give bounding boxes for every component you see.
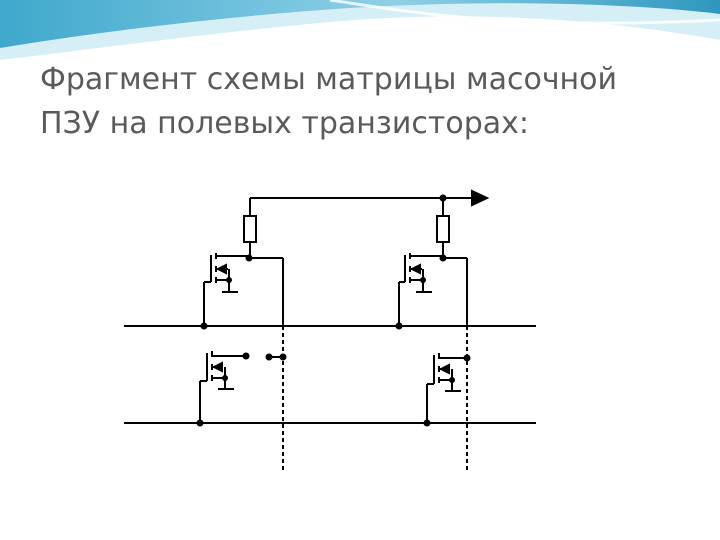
- junction-output-1: [439, 194, 447, 202]
- load-resistor-1: [243, 215, 257, 243]
- output-arrow: [471, 189, 490, 207]
- junction-r2c2-drain: [463, 354, 471, 362]
- load-resistor-2: [436, 215, 450, 243]
- junction-r1c1-gate: [200, 322, 208, 330]
- junction-r1c1-source: [226, 277, 232, 283]
- transistor-r1c1: [203, 253, 249, 326]
- transistor-r2c2: [426, 353, 467, 423]
- slide-title-line-2: ПЗУ на полевых транзисторах:: [40, 106, 529, 141]
- slide-title: Фрагмент схемы матрицы масочной ПЗУ на п…: [40, 58, 700, 146]
- junction-r1c2-gate: [395, 322, 403, 330]
- transistor-r2c1: [199, 351, 246, 423]
- header-wave-highlight: [329, 0, 720, 25]
- transistor-r1c2: [398, 253, 443, 326]
- header-wave-decoration: [0, 0, 720, 60]
- junction-r2c2-source: [449, 377, 455, 383]
- header-wave-front: [0, 0, 720, 48]
- junction-dots: [196, 194, 471, 427]
- junction-r1c2-source: [420, 277, 426, 283]
- junction-r2c1-gate: [196, 419, 204, 427]
- slide-title-line-1: Фрагмент схемы матрицы масочной: [40, 62, 618, 97]
- junction-r2c2-gate: [423, 419, 431, 427]
- junction-r2c1-source: [222, 375, 228, 381]
- circuit-panel: [122, 190, 540, 474]
- junction-load-2: [439, 254, 447, 262]
- junction-r2c1-drain: [242, 352, 250, 360]
- junction-load-1: [245, 254, 253, 262]
